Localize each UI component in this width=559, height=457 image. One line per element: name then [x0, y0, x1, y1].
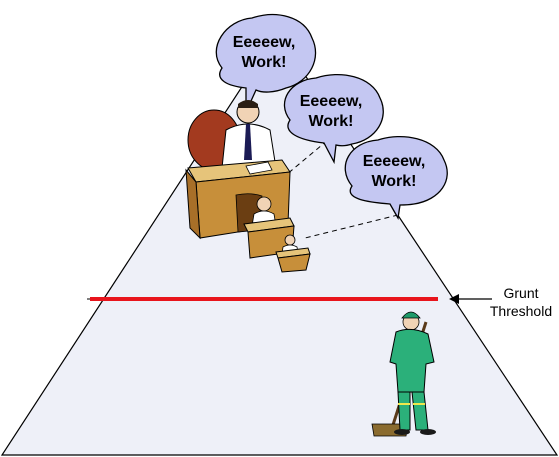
speech-bubble-3: Eeeeew, Work!	[344, 135, 448, 220]
speech-bubble-1: Eeeeew, Work!	[215, 14, 317, 113]
threshold-arrow-icon	[449, 294, 492, 304]
speech-bubble-2-line-1: Eeeeew,	[300, 93, 363, 110]
speech-bubble-3-line-2: Work!	[371, 173, 416, 190]
bubble-leader-line-2	[261, 134, 335, 196]
speech-bubble-3-line-1: Eeeeew,	[363, 153, 426, 170]
janitor-with-broom-icon	[371, 311, 436, 437]
threshold-label-line-1: Grunt	[503, 285, 538, 301]
speech-bubble-1-line-2: Work!	[241, 54, 286, 71]
bubble-leader-line-3	[304, 214, 399, 239]
threshold-label-line-2: Threshold	[490, 303, 552, 319]
speech-bubble-2-line-2: Work!	[308, 113, 353, 130]
speech-bubble-1-line-1: Eeeeew,	[233, 34, 296, 51]
speech-bubble-2: Eeeeew, Work!	[283, 73, 384, 165]
office-workers-at-desks-icon	[185, 100, 311, 273]
